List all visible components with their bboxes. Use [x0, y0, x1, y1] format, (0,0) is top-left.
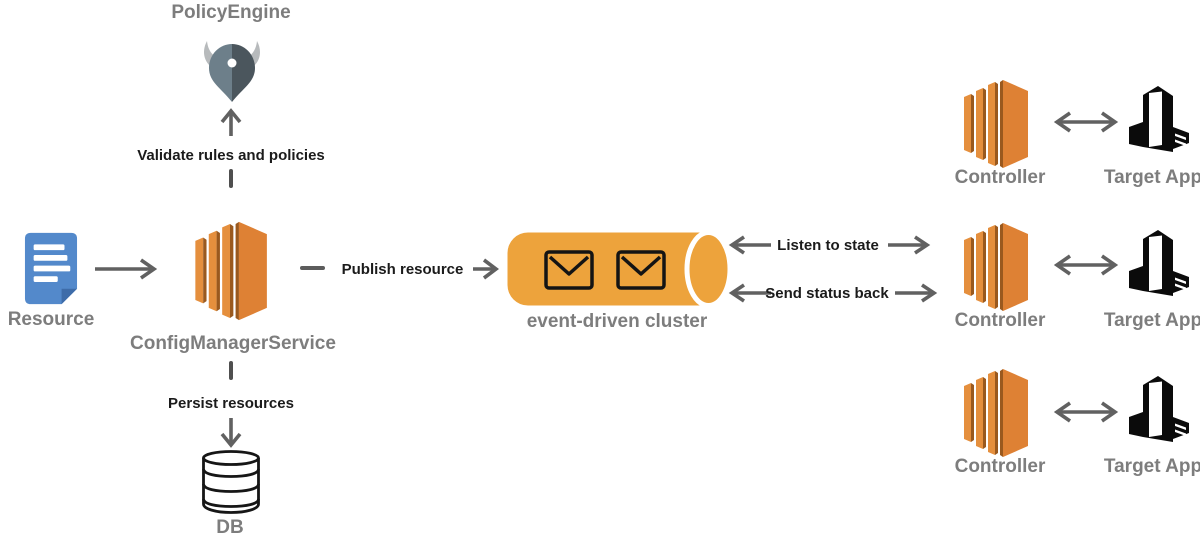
- target-app-label: Target App: [1103, 167, 1200, 188]
- policy-engine-helmet-icon: [204, 41, 260, 102]
- policy-engine-title: PolicyEngine: [171, 2, 291, 23]
- target-app-building-icon: [1127, 374, 1191, 450]
- target-app-label: Target App: [1103, 456, 1200, 477]
- bidirectional-arrow-icon: [1053, 111, 1119, 133]
- envelope-icon: [544, 250, 594, 290]
- arrow-left-listen-icon: [728, 235, 771, 255]
- arrow-down-to-db-icon: [220, 418, 242, 448]
- arrow-left-send-icon: [728, 283, 771, 303]
- event-cluster-cylinder-icon: [507, 231, 732, 307]
- config-manager-service-icon: [192, 221, 268, 321]
- target-app-building-icon: [1127, 84, 1191, 160]
- controller-icon: [961, 80, 1029, 168]
- validate-rules-label: Validate rules and policies: [137, 147, 325, 164]
- target-app-building-icon: [1127, 228, 1191, 304]
- controller-label: Controller: [954, 167, 1046, 188]
- resource-label: Resource: [7, 309, 95, 330]
- bidirectional-arrow-icon: [1053, 401, 1119, 423]
- controller-icon: [961, 223, 1029, 311]
- db-label: DB: [216, 517, 244, 538]
- send-status-back-label: Send status back: [765, 285, 889, 302]
- connector-dash: [300, 266, 325, 270]
- event-driven-cluster-label: event-driven cluster: [526, 311, 708, 332]
- connector-dash: [229, 361, 233, 380]
- envelope-icon: [616, 250, 666, 290]
- config-manager-service-label: ConfigManagerService: [130, 333, 336, 354]
- controller-icon: [961, 369, 1029, 457]
- listen-to-state-label: Listen to state: [777, 237, 879, 254]
- persist-resources-label: Persist resources: [168, 395, 294, 412]
- arrow-right-listen-icon: [888, 235, 931, 255]
- arrow-up-to-policy-engine-icon: [220, 108, 242, 136]
- controller-label: Controller: [954, 456, 1046, 477]
- connector-dash: [229, 169, 233, 188]
- arrow-publish-to-cluster-icon: [473, 258, 499, 280]
- arrow-resource-to-config-icon: [95, 258, 158, 280]
- arrow-right-send-icon: [895, 283, 938, 303]
- target-app-label: Target App: [1103, 310, 1200, 331]
- publish-resource-label: Publish resource: [341, 261, 464, 278]
- bidirectional-arrow-icon: [1053, 254, 1119, 276]
- resource-document-icon: [24, 232, 78, 305]
- database-icon: [202, 450, 260, 514]
- controller-label: Controller: [954, 310, 1046, 331]
